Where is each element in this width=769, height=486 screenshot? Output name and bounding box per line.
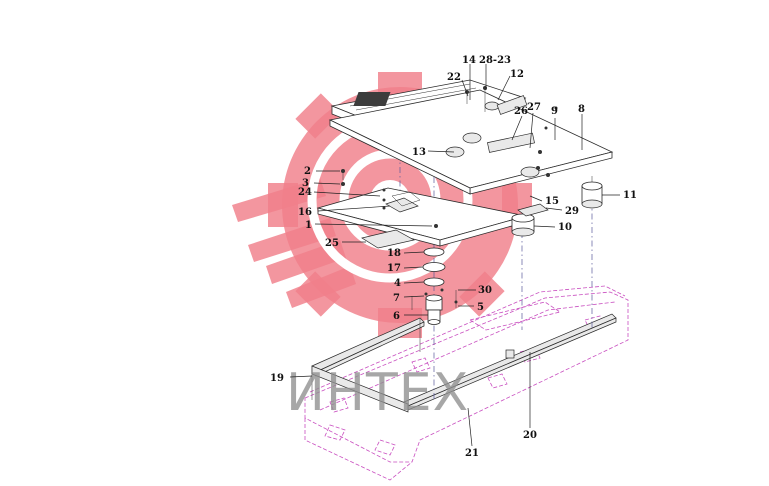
label-1: 1 — [305, 220, 312, 231]
label-29: 29 — [565, 206, 579, 217]
tray-logo-panel — [353, 92, 391, 106]
fasteners — [341, 86, 558, 304]
label-10: 10 — [558, 222, 572, 233]
stepper-motor-11 — [581, 176, 603, 209]
guide-rail-right — [403, 313, 617, 411]
label-11: 11 — [623, 190, 637, 201]
label-13: 13 — [412, 147, 426, 158]
label-28-23: 28-23 — [479, 55, 511, 66]
label-16: 16 — [298, 207, 312, 218]
label-6: 6 — [393, 311, 400, 322]
label-2: 2 — [304, 166, 311, 177]
part-labels: 14 28-23 22 12 26 27 9 8 13 2 3 24 11 15… — [270, 55, 637, 459]
label-8: 8 — [578, 104, 585, 115]
label-26: 26 — [514, 106, 528, 117]
label-5: 5 — [477, 302, 484, 313]
label-22: 22 — [447, 72, 461, 83]
label-17: 17 — [387, 263, 401, 274]
label-9: 9 — [551, 106, 558, 117]
rubber-pad — [361, 229, 415, 249]
label-20: 20 — [523, 430, 537, 441]
leader-lines — [289, 64, 620, 447]
label-19: 19 — [270, 373, 284, 384]
watermark-text: ИНТЕХ — [286, 363, 469, 423]
label-12: 12 — [510, 69, 524, 80]
label-25: 25 — [325, 238, 339, 249]
label-30: 30 — [478, 285, 492, 296]
label-27: 27 — [527, 102, 541, 113]
label-21: 21 — [465, 448, 479, 459]
lower-base-plate — [316, 187, 527, 247]
label-24: 24 — [298, 187, 312, 198]
label-15: 15 — [545, 196, 559, 207]
label-4: 4 — [394, 278, 401, 289]
mounting-bracket — [517, 203, 549, 217]
guide-rail-crossbar — [311, 365, 409, 413]
label-3: 3 — [302, 178, 309, 189]
label-14: 14 — [462, 55, 476, 66]
washer-stack — [422, 247, 446, 287]
main-mounting-plate — [328, 89, 614, 195]
stepper-motor-10 — [511, 213, 535, 237]
drive-motor-lower — [411, 290, 457, 325]
label-18: 18 — [387, 248, 401, 259]
label-7: 7 — [393, 293, 400, 304]
